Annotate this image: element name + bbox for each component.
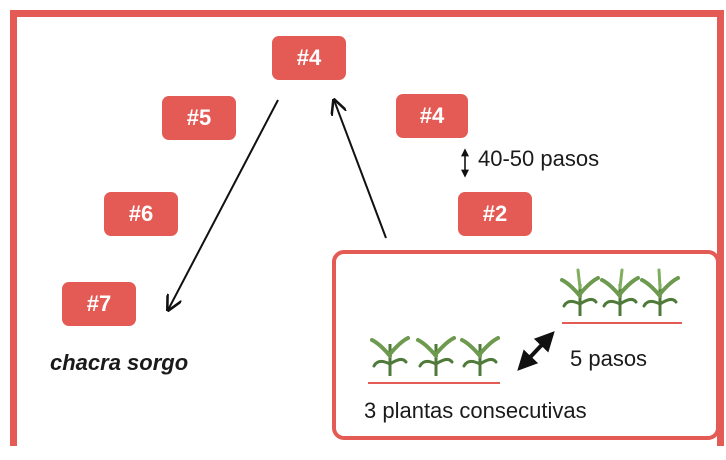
sorghum-plant-icon: [460, 336, 500, 376]
plant-group-underline-left: [368, 382, 500, 384]
badge-right-2: #2: [458, 192, 532, 236]
sorghum-plant-icon: [560, 268, 600, 316]
field-label: chacra sorgo: [50, 350, 189, 375]
badge-right-4: #4: [396, 94, 468, 138]
sorghum-plant-icon: [370, 336, 410, 376]
path-arrow-up: [334, 100, 387, 239]
row-distance-label: 40-50 pasos: [478, 146, 600, 171]
badge-top-4: #4: [272, 36, 346, 80]
badge-left-7: #7: [62, 282, 136, 326]
double-arrow-diagonal-icon: [517, 331, 555, 371]
plant-group-underline-right: [562, 322, 682, 324]
path-arrow-down: [168, 99, 279, 310]
badge-left-5: #5: [162, 96, 236, 140]
sorghum-plant-icon: [640, 268, 680, 316]
badge-left-6: #6: [104, 192, 178, 236]
sorghum-plant-icon: [600, 268, 640, 316]
plants-caption: 3 plantas consecutivas: [364, 398, 587, 423]
sorghum-plant-icon: [416, 336, 456, 376]
plant-distance-label: 5 pasos: [570, 346, 648, 371]
